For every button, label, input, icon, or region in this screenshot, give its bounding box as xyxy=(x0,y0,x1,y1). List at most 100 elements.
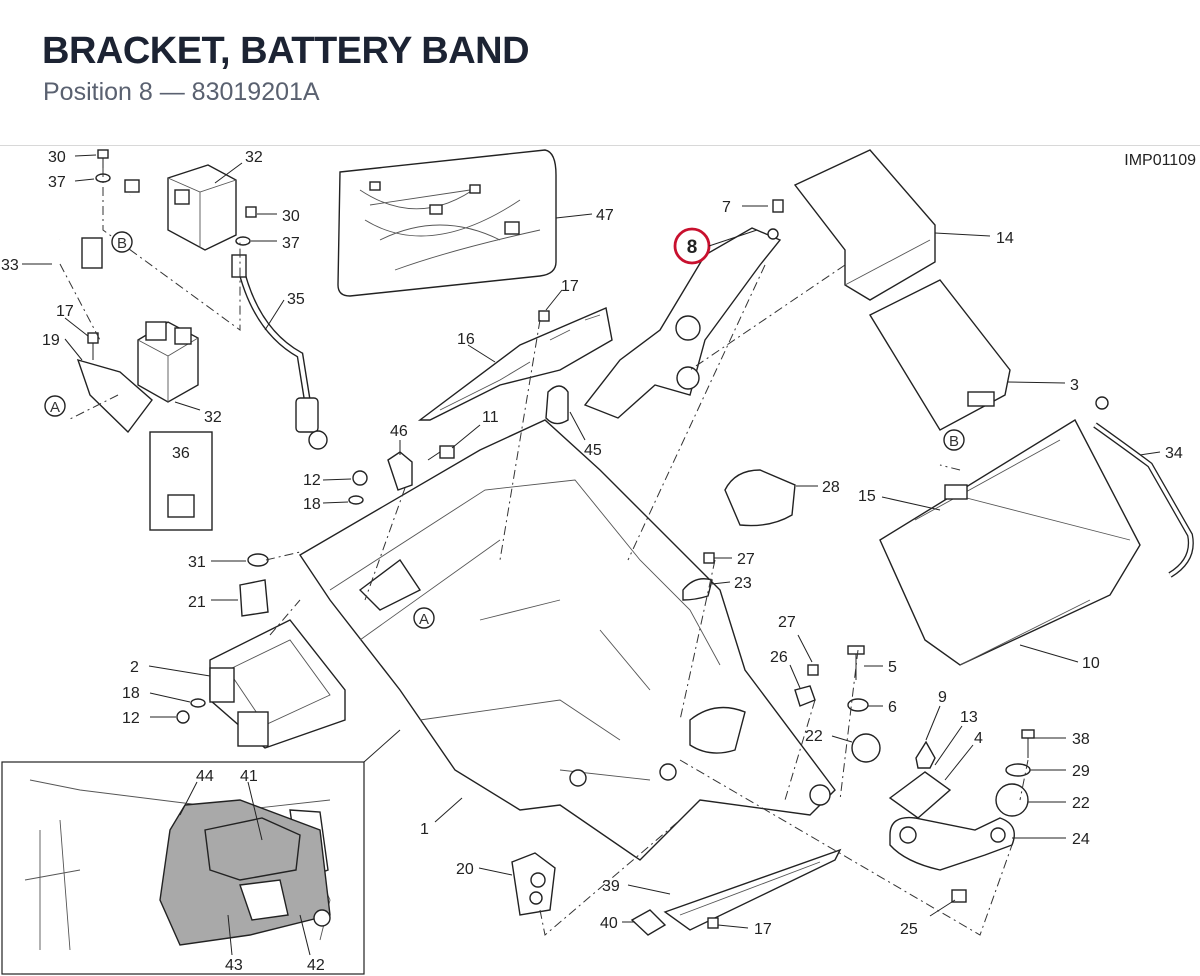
callout: 22 xyxy=(1072,795,1090,812)
callout: B xyxy=(949,433,959,450)
part-24-bracket xyxy=(889,816,1015,871)
part-32-relay-b xyxy=(137,321,199,403)
part-10-battery-tray xyxy=(879,419,1141,666)
callout: 18 xyxy=(303,496,321,513)
part-38-bolt xyxy=(1021,729,1035,739)
part-16-support xyxy=(417,307,613,421)
callout: 23 xyxy=(734,575,752,592)
part-25-screw xyxy=(951,889,967,903)
callout: 16 xyxy=(457,331,475,348)
image-reference: IMP01109 xyxy=(1124,152,1196,169)
callout: 44 xyxy=(196,768,214,785)
page-title: BRACKET, BATTERY BAND xyxy=(42,30,530,72)
part-2-control-unit xyxy=(209,619,346,749)
highlight-callout-8: 8 xyxy=(687,237,698,258)
callout: 9 xyxy=(938,689,947,706)
part-7-bolt xyxy=(772,199,784,213)
part-40-clip xyxy=(630,909,667,936)
callout: 19 xyxy=(42,332,60,349)
callout: 28 xyxy=(822,479,840,496)
callout: 20 xyxy=(456,861,474,878)
callout: 42 xyxy=(307,957,325,974)
callout: 26 xyxy=(770,649,788,666)
part-11-bolt xyxy=(427,445,455,461)
callout: 40 xyxy=(600,915,618,932)
callout: B xyxy=(117,235,127,252)
callout: 17 xyxy=(754,921,772,938)
header: BRACKET, BATTERY BAND Position 8 — 83019… xyxy=(0,0,1200,145)
part-4-switch xyxy=(888,771,952,819)
callout: 2 xyxy=(130,659,139,676)
callout: 32 xyxy=(204,409,222,426)
callout: 18 xyxy=(122,685,140,702)
assembly-leader-lines xyxy=(59,168,1029,936)
callout-labels: 30 37 32 30 37 33 B 35 17 19 A 32 36 47 … xyxy=(1,149,1183,974)
callout: 11 xyxy=(482,409,499,426)
part-20-rubber-block xyxy=(511,852,556,916)
part-32-relay xyxy=(167,164,237,251)
callout: 25 xyxy=(900,921,918,938)
callout: 5 xyxy=(888,659,897,676)
part-39-cover xyxy=(663,848,842,931)
callout: 14 xyxy=(996,230,1014,247)
part-1-subframe xyxy=(299,419,836,861)
part-22-damper-b xyxy=(995,783,1029,817)
part-8-battery-band-bracket[interactable] xyxy=(583,227,782,419)
callout: 29 xyxy=(1072,763,1090,780)
callout: 12 xyxy=(303,472,321,489)
reference-marker-a-2 xyxy=(413,607,435,629)
part-31-grommet xyxy=(247,553,269,567)
part-34-cable xyxy=(1093,396,1194,578)
callout: 7 xyxy=(722,199,731,216)
part-12-nut-b xyxy=(176,710,190,724)
callout: 43 xyxy=(225,957,243,974)
page-subtitle: Position 8 — 83019201A xyxy=(43,78,320,106)
part-30-bolt-b xyxy=(245,206,257,218)
callout: 24 xyxy=(1072,831,1090,848)
reference-marker-b-1 xyxy=(111,231,133,253)
callout: 15 xyxy=(858,488,876,505)
inset-detail xyxy=(1,729,401,975)
part-45-grommet xyxy=(545,385,569,425)
part-37-washer-b xyxy=(235,236,251,246)
header-divider xyxy=(0,145,1200,146)
callout: 32 xyxy=(245,149,263,166)
callout: 46 xyxy=(390,423,408,440)
part-3-battery xyxy=(869,279,1011,431)
part-30-bolt xyxy=(97,149,109,168)
callout: A xyxy=(50,399,60,416)
callout: 27 xyxy=(737,551,755,568)
part-47-wiring-harness xyxy=(337,149,557,297)
callout: 45 xyxy=(584,442,602,459)
callout: 17 xyxy=(56,303,74,320)
callout: 37 xyxy=(282,235,300,252)
part-41-heat-shield xyxy=(204,817,301,881)
callout: 27 xyxy=(778,614,796,631)
part-23-clip xyxy=(682,578,713,601)
callout: 17 xyxy=(561,278,579,295)
part-35-cable xyxy=(231,254,328,450)
callout: 6 xyxy=(888,699,897,716)
part-21-damper xyxy=(239,579,269,617)
callout: 1 xyxy=(420,821,429,838)
callout: 21 xyxy=(188,594,206,611)
callout: 30 xyxy=(48,149,66,166)
callout: 38 xyxy=(1072,731,1090,748)
part-22-damper xyxy=(851,733,881,763)
part-28-cover xyxy=(724,469,796,527)
callout: 4 xyxy=(974,730,983,747)
part-6-bushing xyxy=(847,698,869,712)
callout: 39 xyxy=(602,878,620,895)
callout: 13 xyxy=(960,709,978,726)
part-26-clip xyxy=(794,685,816,707)
part-27-bolt-b xyxy=(807,664,819,676)
part-18-washer xyxy=(348,495,364,505)
callout: 35 xyxy=(287,291,305,308)
reference-marker-a-1 xyxy=(44,395,66,417)
reference-marker-b-2 xyxy=(943,429,965,451)
callout: 41 xyxy=(240,768,258,785)
part-17-bolt-c xyxy=(707,917,719,929)
callout: 12 xyxy=(122,710,140,727)
part-14-cover xyxy=(793,149,936,301)
